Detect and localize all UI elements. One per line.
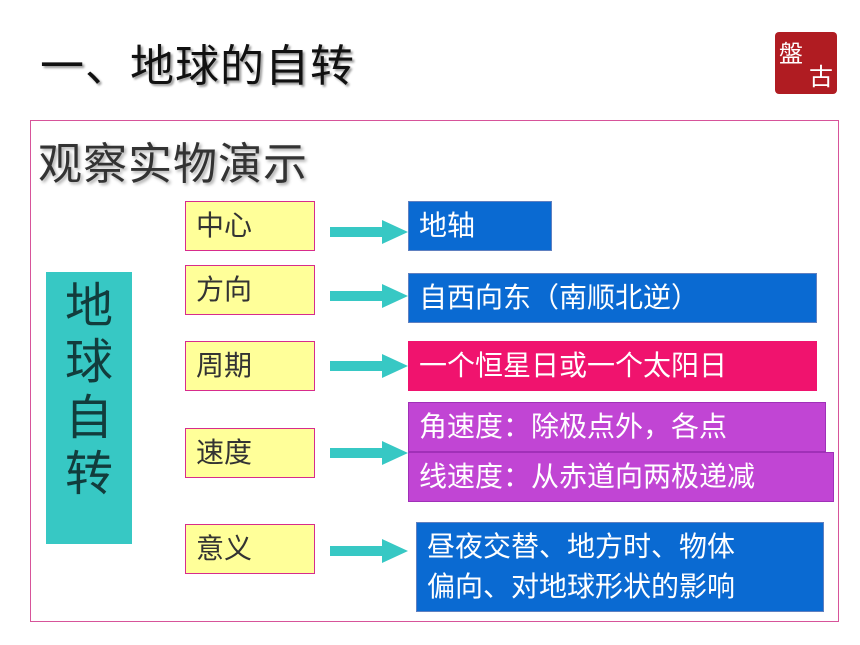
logo-char-top: 盤 xyxy=(779,40,803,68)
value-axis: 地轴 xyxy=(408,201,552,251)
subtitle: 观察实物演示 xyxy=(38,139,308,190)
logo: 盤 古 xyxy=(775,32,837,94)
slide-title: 一、地球的自转 xyxy=(40,41,355,92)
arrow-right-icon xyxy=(330,441,408,465)
key-period: 周期 xyxy=(185,341,315,391)
arrow-right-icon xyxy=(330,284,408,308)
main-topic-char: 转 xyxy=(64,446,113,502)
main-topic-char: 地 xyxy=(64,278,113,334)
key-speed: 速度 xyxy=(185,428,315,478)
arrow-right-icon xyxy=(330,539,408,563)
key-direction: 方向 xyxy=(185,265,315,315)
content-frame xyxy=(30,120,839,622)
main-topic-box xyxy=(46,272,132,544)
arrow-right-icon xyxy=(330,220,408,244)
main-topic-label: 地 球 自 转 xyxy=(46,278,132,502)
value-period: 一个恒星日或一个太阳日 xyxy=(408,341,817,391)
value-angular-speed: 角速度：除极点外，各点 xyxy=(408,402,826,452)
value-direction: 自西向东（南顺北逆） xyxy=(408,273,817,323)
main-topic-char: 球 xyxy=(64,334,113,390)
arrow-right-icon xyxy=(330,354,408,378)
logo-char-bottom: 古 xyxy=(809,63,833,91)
value-significance: 昼夜交替、地方时、物体 偏向、对地球形状的影响 xyxy=(416,522,824,612)
value-significance-line2: 偏向、对地球形状的影响 xyxy=(427,570,736,603)
value-significance-line1: 昼夜交替、地方时、物体 xyxy=(427,530,736,563)
value-linear-speed: 线速度：从赤道向两极递减 xyxy=(408,452,834,502)
key-significance: 意义 xyxy=(185,524,315,574)
key-center: 中心 xyxy=(185,201,315,251)
main-topic-char: 自 xyxy=(64,390,113,446)
